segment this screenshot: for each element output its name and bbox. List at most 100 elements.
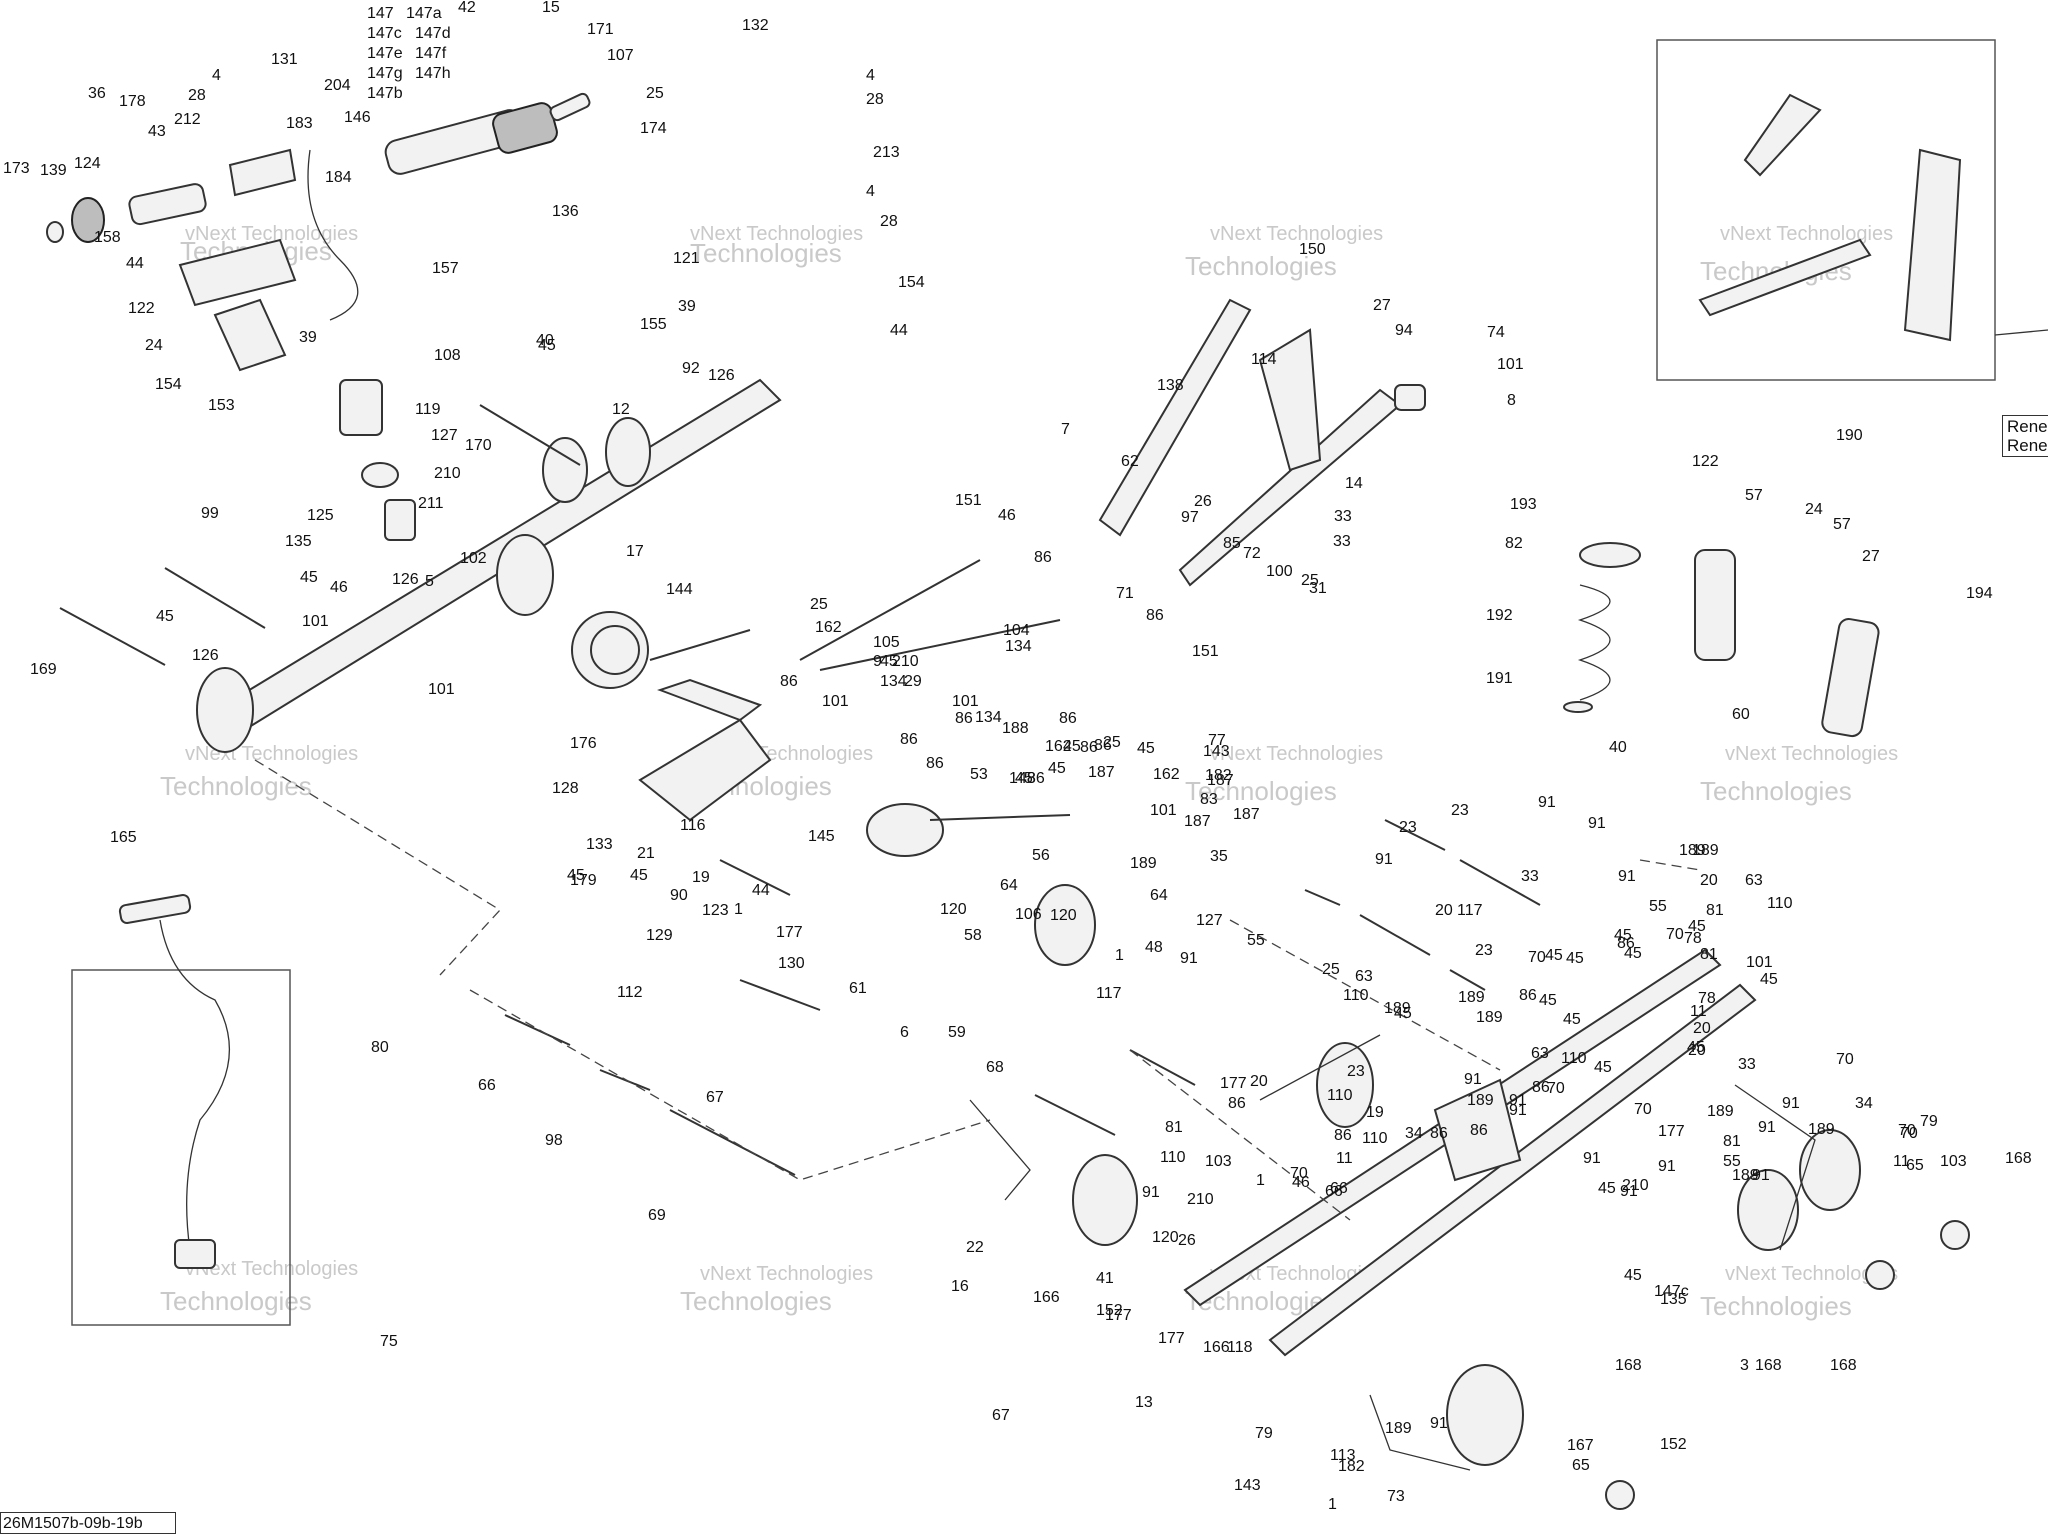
sensor-cable: [159, 919, 231, 1251]
callout-label: 136: [552, 203, 579, 220]
callout-label: 75: [380, 1333, 398, 1350]
callout-label: 210: [1187, 1191, 1214, 1208]
callout-label: 46: [998, 507, 1016, 524]
callout-label: 135: [1660, 1291, 1687, 1308]
callout-label: 68: [986, 1059, 1004, 1076]
callout-label: 63: [1745, 872, 1763, 889]
callout-label: 82: [1505, 535, 1523, 552]
callout-label: 83: [1200, 791, 1218, 808]
callout-note-line: Rene: [2007, 436, 2048, 455]
callout-label: 53: [970, 766, 988, 783]
callout-label: 11: [1336, 1150, 1353, 1167]
callout-label: 3: [1740, 1357, 1749, 1374]
callout-label: 66: [478, 1077, 496, 1094]
callout-label: 179: [570, 872, 597, 889]
callout-label: 23: [1451, 802, 1469, 819]
callout-label: 86: [1080, 739, 1098, 756]
callout-label: 86: [1334, 1127, 1352, 1144]
callout-label: 91: [1142, 1184, 1160, 1201]
group-bracket: [1369, 1394, 1471, 1471]
callout-label: 63: [1531, 1045, 1549, 1062]
callout-label: 43: [148, 123, 166, 140]
spring-stop: [1563, 701, 1593, 713]
callout-label: 26: [1178, 1232, 1196, 1249]
callout-label: 158: [94, 229, 121, 246]
callout-label: 55: [1649, 898, 1667, 915]
callout-label: 26: [1194, 493, 1212, 510]
callout-label: 45: [300, 569, 318, 586]
rod-59: [739, 979, 821, 1011]
callout-label: 70: [1547, 1080, 1565, 1097]
shock-cylinder-lower: [339, 379, 383, 436]
callout-label: 147c: [367, 25, 402, 42]
callout-label: 151: [955, 492, 982, 509]
callout-label: 45: [1015, 770, 1033, 787]
callout-label: 66: [1325, 1183, 1343, 1200]
callout-label: 94: [1395, 322, 1413, 339]
end-cap: [1865, 1260, 1895, 1290]
watermark: vNext Technologies: [185, 223, 358, 245]
torsion-spring-inner: [590, 625, 640, 675]
callout-label: 36: [88, 85, 106, 102]
callout-label: 117: [1457, 902, 1483, 919]
callout-label: 177: [1658, 1123, 1685, 1140]
callout-label: 86: [1146, 607, 1164, 624]
callout-label: 1: [1256, 1172, 1265, 1189]
callout-label: 97: [1181, 509, 1199, 526]
callout-label: 41: [1096, 1270, 1114, 1287]
callout-label: 150: [1299, 241, 1326, 258]
rod-133: [719, 859, 791, 896]
callout-label: 86: [780, 673, 798, 690]
watermark: Technologies: [680, 1286, 832, 1316]
callout-label: 189: [1808, 1121, 1835, 1138]
callout-label: 154: [898, 274, 925, 291]
callout-label: 168: [1830, 1357, 1857, 1374]
callout-label: 189: [1679, 842, 1706, 859]
callout-label: 148: [1009, 770, 1036, 787]
shock-eye: [549, 92, 591, 122]
shaft: [164, 567, 266, 629]
callout-label: 213: [873, 144, 900, 161]
callout-label: 45: [1687, 1039, 1705, 1056]
rod-78: [1304, 889, 1341, 906]
callout-label: 187: [1207, 772, 1234, 789]
callout-label: 27: [1862, 548, 1880, 565]
callout-label: 210: [1622, 1177, 1649, 1194]
callout-label: 147a: [406, 5, 442, 22]
callout-label: 210: [434, 465, 461, 482]
callout-label: 45: [1624, 1267, 1642, 1284]
callout-label: 189: [1476, 1009, 1503, 1026]
callout-label: 177: [1158, 1330, 1185, 1347]
callout-label: 104: [1003, 622, 1030, 639]
callout-label: 7: [1061, 421, 1070, 438]
callout-label: 91: [1538, 794, 1556, 811]
callout-label: 79: [1255, 1425, 1273, 1442]
callout-label: 45: [156, 608, 174, 625]
callout-label: 91: [1620, 1183, 1638, 1200]
callout-label: 189: [1384, 1000, 1411, 1017]
watermark: vNext Technologies: [690, 223, 863, 245]
callout-label: 34: [1855, 1095, 1873, 1112]
callout-label: 25: [1103, 734, 1121, 751]
rod-78: [1449, 969, 1486, 991]
spring-arm: [929, 814, 1071, 821]
callout-label: 45: [1063, 738, 1081, 755]
callout-label: 126: [708, 367, 735, 384]
callout-label: 91: [1180, 950, 1198, 967]
callout-label: 6: [900, 1024, 909, 1041]
side-bracket: [213, 298, 287, 372]
parts: [46, 92, 1970, 1510]
callout-label: 1: [1328, 1496, 1337, 1513]
callout-label: 46: [330, 579, 348, 596]
callout-label: 86: [1617, 935, 1635, 952]
callout-label: 44: [752, 882, 770, 899]
callout-label: 169: [30, 661, 57, 678]
callout-label: 56: [1032, 847, 1050, 864]
callout-label: 70: [1290, 1165, 1308, 1182]
rod-79: [1034, 1094, 1116, 1136]
callout-label: 91: [1618, 868, 1636, 885]
rod-80: [599, 1069, 651, 1091]
watermark: vNext Technologies: [185, 1258, 358, 1280]
callout-label: 168: [2005, 1150, 2032, 1167]
callout-label: 162: [1153, 766, 1180, 783]
